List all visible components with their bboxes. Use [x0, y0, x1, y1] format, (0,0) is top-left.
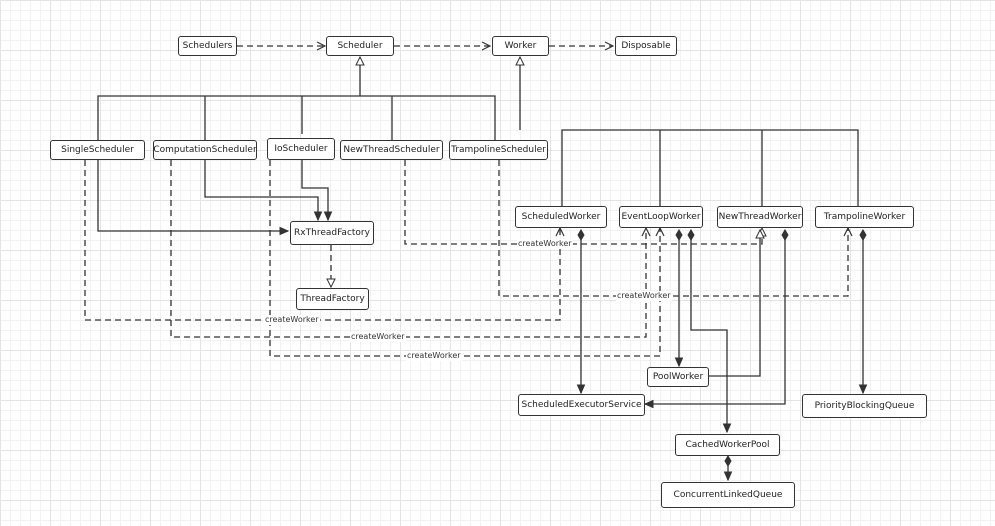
label-computation-create-worker: createWorker [350, 332, 406, 342]
node-rx-thread-factory[interactable]: RxThreadFactory [290, 221, 374, 245]
node-io-scheduler[interactable]: IoScheduler [267, 138, 335, 160]
edge-trampoline-createworker [498, 160, 848, 297]
node-new-thread-scheduler[interactable]: NewThreadScheduler [340, 140, 443, 160]
node-scheduled-executor-service[interactable]: ScheduledExecutorService [518, 394, 645, 416]
node-pool-worker[interactable]: PoolWorker [647, 367, 709, 387]
node-event-loop-worker[interactable]: EventLoopWorker [619, 206, 703, 228]
node-new-thread-worker[interactable]: NewThreadWorker [717, 206, 803, 228]
edge-computation-createworker [170, 160, 646, 338]
label-io-create-worker: createWorker [406, 351, 462, 361]
edge-computation-rxfactory [204, 160, 318, 220]
edge-newthreadworker-executor [645, 230, 785, 404]
label-newthread-create-worker: createWorker [517, 239, 573, 249]
node-trampoline-worker[interactable]: TrampolineWorker [815, 206, 914, 228]
edge-poolworker-newthreadworker [709, 230, 760, 377]
edge-io-rxfactory [301, 160, 328, 220]
node-scheduled-worker[interactable]: ScheduledWorker [515, 206, 607, 228]
edge-workers-inherit-worker [520, 57, 859, 207]
edge-newthread-createworker [404, 160, 762, 245]
edge-eventloop-cachedpool [691, 230, 727, 432]
node-priority-blocking-queue[interactable]: PriorityBlockingQueue [802, 394, 927, 418]
node-disposable[interactable]: Disposable [615, 36, 677, 56]
node-concurrent-linked-queue[interactable]: ConcurrentLinkedQueue [661, 482, 795, 508]
node-scheduler[interactable]: Scheduler [326, 36, 394, 56]
node-single-scheduler[interactable]: SingleScheduler [50, 140, 145, 160]
edge-schedulers-inherit-scheduler [97, 57, 496, 140]
node-computation-scheduler[interactable]: ComputationScheduler [153, 140, 257, 160]
node-thread-factory[interactable]: ThreadFactory [296, 288, 369, 310]
edge-single-createworker [84, 160, 560, 321]
node-trampoline-scheduler[interactable]: TrampolineScheduler [449, 140, 548, 160]
label-trampoline-create-worker: createWorker [616, 291, 672, 301]
edge-single-rxfactory [97, 160, 288, 231]
node-cached-worker-pool[interactable]: CachedWorkerPool [675, 434, 780, 456]
label-single-create-worker: createWorker [264, 315, 320, 325]
node-schedulers[interactable]: Schedulers [178, 36, 237, 56]
node-worker[interactable]: Worker [492, 36, 549, 56]
